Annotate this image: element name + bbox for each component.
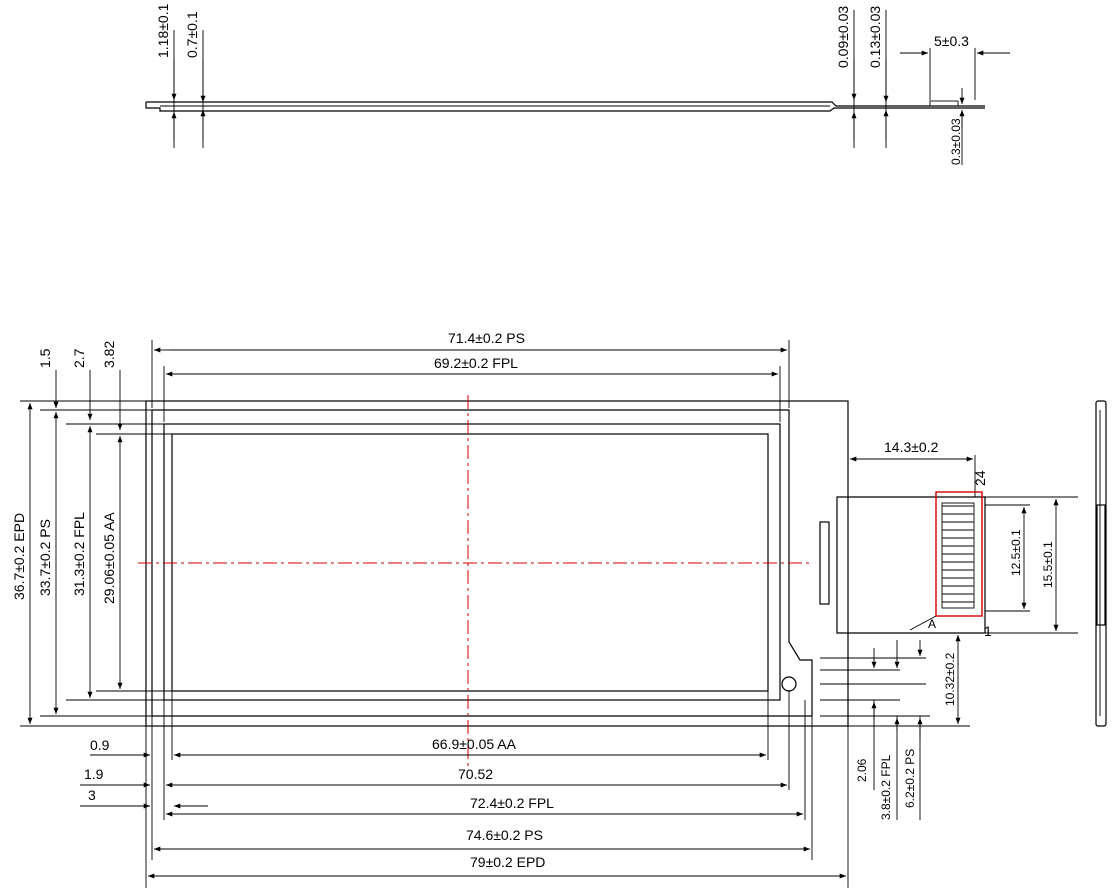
dim-aa-width: 66.9±0.05 AA [432, 736, 517, 752]
side-stiffener [929, 100, 959, 107]
fpc-pin-1: 1 [984, 623, 992, 639]
side-panel-top [146, 101, 985, 107]
dim-offset-2: 2.7 [71, 348, 87, 368]
dim-width-7052: 70.52 [458, 766, 493, 782]
dim-left-3: 3 [88, 787, 96, 803]
side-view: 1.18±0.1 0.7±0.1 0.09±0.03 0.13±0.03 5±0… [145, 3, 1010, 165]
edge-view-fpc [1096, 504, 1106, 626]
dim-aa-height: 29.06±0.05 AA [101, 512, 117, 604]
dim-fpc-width: 15.5±0.1 [1041, 541, 1055, 588]
side-stiffener-total: 0.3±0.03 [949, 118, 963, 165]
fpc-pins [941, 502, 975, 609]
side-panel-bottom [145, 102, 985, 112]
dim-62-ps: 6.2±0.2 PS [903, 749, 917, 808]
fpc-connector-box [935, 491, 983, 617]
dim-left-09: 0.9 [90, 737, 110, 753]
dim-fpc-pitch-width: 12.5±0.1 [1009, 529, 1023, 576]
dim-offset-3: 3.82 [101, 341, 117, 368]
side-stiffener-thickness: 0.13±0.03 [867, 6, 883, 68]
fpc-tail [836, 496, 986, 634]
side-stiffener-length: 5±0.3 [934, 33, 969, 49]
side-slot [819, 521, 830, 605]
fpc-marker-a: A [928, 617, 936, 631]
dim-ps-width: 71.4±0.2 PS [448, 330, 525, 346]
dim-fpl-width-bottom: 72.4±0.2 FPL [470, 795, 554, 811]
dim-fpl-width: 69.2±0.2 FPL [434, 355, 518, 371]
top-view: A 24 1 71.4±0.2 PS 69.2±0.2 FPL 1.5 2.7 … [11, 330, 1107, 888]
dim-fpc-length: 14.3±0.2 [884, 439, 939, 455]
dim-38-fpl: 3.8±0.2 FPL [879, 754, 893, 820]
edge-view [1095, 400, 1107, 727]
dim-epd-height: 36.7±0.2 EPD [11, 513, 27, 600]
dim-206: 2.06 [855, 758, 869, 782]
dim-epd-width: 79±0.2 EPD [470, 854, 545, 870]
side-thickness-panel: 0.7±0.1 [184, 11, 200, 58]
dim-ps-height: 33.7±0.2 PS [37, 519, 53, 596]
dim-offset-1: 1.5 [37, 348, 53, 368]
dim-fpl-height: 31.3±0.2 FPL [71, 512, 87, 596]
side-thickness-total: 1.18±0.1 [155, 3, 171, 58]
fpc-pin-24: 24 [972, 470, 988, 486]
side-fpc-thickness: 0.09±0.03 [835, 6, 851, 68]
dim-ps-width-bottom: 74.6±0.2 PS [466, 827, 543, 843]
dim-fpc-offset: 10.32±0.2 [943, 652, 957, 706]
ps-outline [151, 409, 813, 717]
fpl-outline [163, 423, 781, 701]
dim-left-19: 1.9 [84, 766, 104, 782]
alignment-hole [781, 676, 797, 692]
